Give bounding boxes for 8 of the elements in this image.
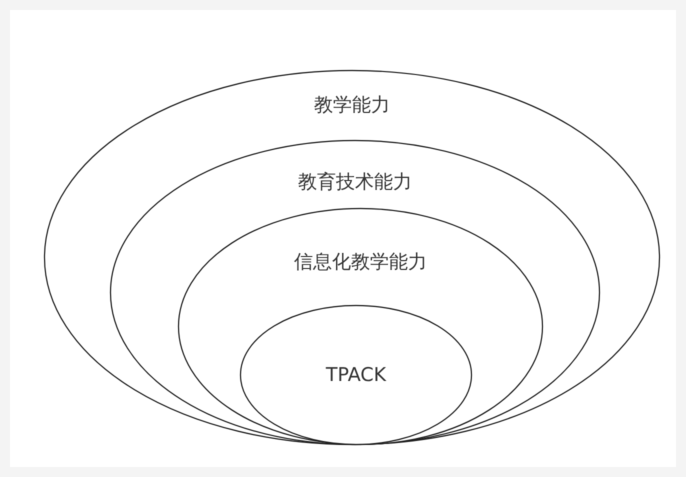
ellipse-label: 信息化教学能力	[294, 250, 427, 274]
ellipse-shape	[240, 305, 472, 445]
ellipse-label: 教育技术能力	[298, 170, 412, 194]
ellipse-shape	[110, 140, 600, 445]
ellipse-shape	[178, 208, 543, 445]
ellipse-label: TPACK	[326, 363, 386, 387]
ellipse-shape	[44, 70, 660, 445]
ellipse-label: 教学能力	[314, 93, 390, 117]
